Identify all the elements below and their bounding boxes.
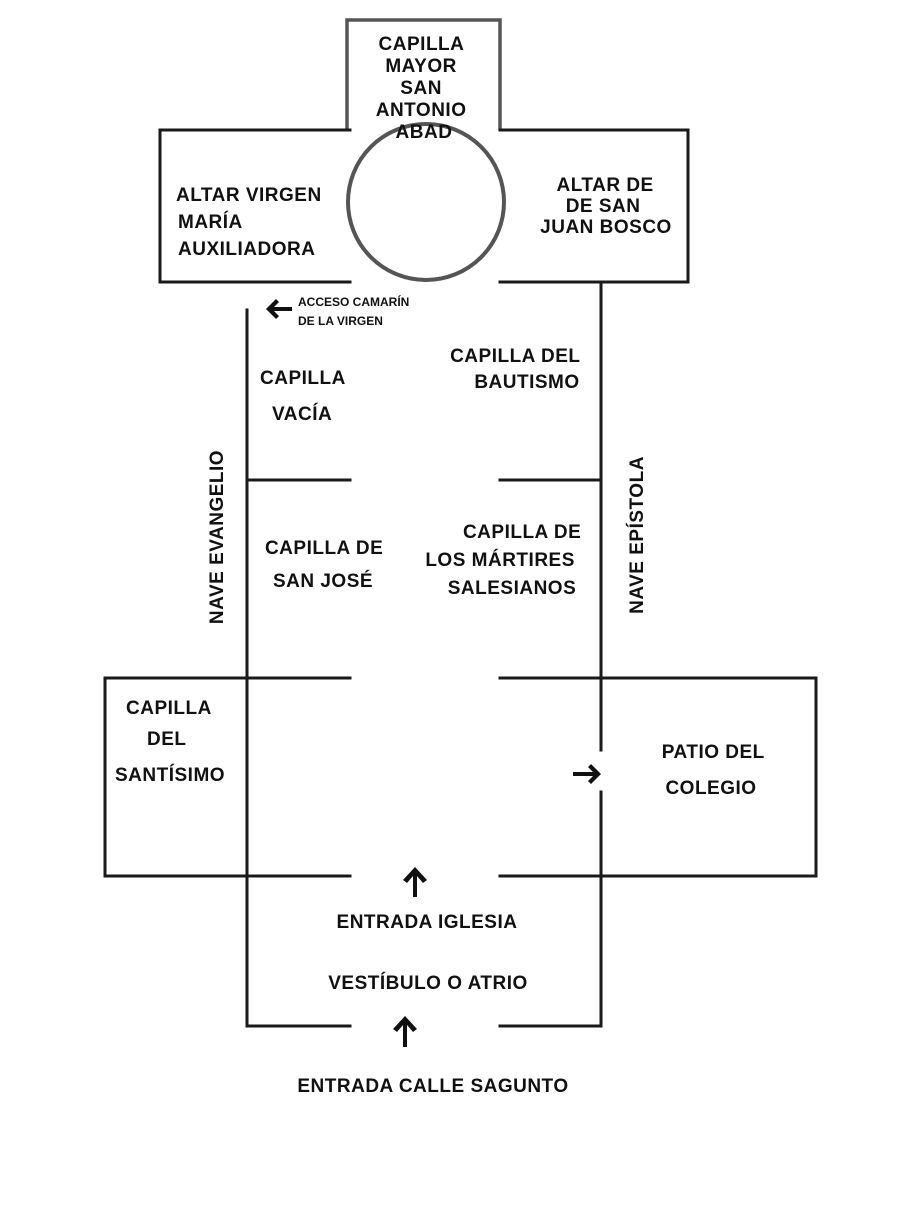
vestibulo-label: VESTÍBULO O ATRIO — [328, 972, 528, 994]
capilla-santisimo-walls — [103, 676, 352, 878]
left-transept-walls — [158, 128, 352, 284]
capilla-martires-label: CAPILLA DE LOS MÁRTIRES SALESIANOS — [425, 522, 587, 599]
capilla-bautismo-label: CAPILLA DEL BAUTISMO — [450, 346, 586, 393]
arrow-up-icon-entrada-iglesia — [403, 867, 427, 897]
patio-colegio-walls — [498, 676, 818, 878]
main-altar-circle — [346, 122, 506, 282]
arrow-left-icon — [266, 299, 292, 319]
capilla-santisimo-label: CAPILLA DEL SANTÍSIMO — [115, 698, 225, 786]
altar-virgen-label: ALTAR VIRGEN MARÍA AUXILIADORA — [176, 185, 327, 260]
altar-bosco-label: ALTAR DE DE SAN JUAN BOSCO — [540, 175, 672, 238]
nave-evangelio-label: NAVE EVANGELIO — [207, 450, 228, 624]
nave-epistola-label: NAVE EPÍSTOLA — [626, 456, 648, 614]
arrow-right-icon — [573, 764, 601, 784]
entrada-iglesia-label: ENTRADA IGLESIA — [337, 912, 518, 933]
capilla-mayor-label: CAPILLA MAYOR SAN ANTONIO ABAD — [376, 34, 473, 143]
patio-colegio-label: PATIO DEL COLEGIO — [662, 742, 770, 799]
vestibule-left-wall — [245, 874, 352, 1028]
acceso-camarin-label: ACCESO CAMARÍN DE LA VIRGEN — [298, 294, 413, 328]
right-transept-walls — [498, 128, 690, 284]
capilla-vacia-label: CAPILLA VACÍA — [260, 368, 351, 425]
capilla-jose-label: CAPILLA DE SAN JOSÉ — [265, 538, 389, 592]
vestibule-right-wall — [498, 874, 603, 1028]
arrow-up-icon-entrada-calle — [393, 1016, 417, 1047]
capilla-mayor-walls — [345, 18, 502, 130]
entrada-calle-label: ENTRADA CALLE SAGUNTO — [297, 1076, 568, 1097]
